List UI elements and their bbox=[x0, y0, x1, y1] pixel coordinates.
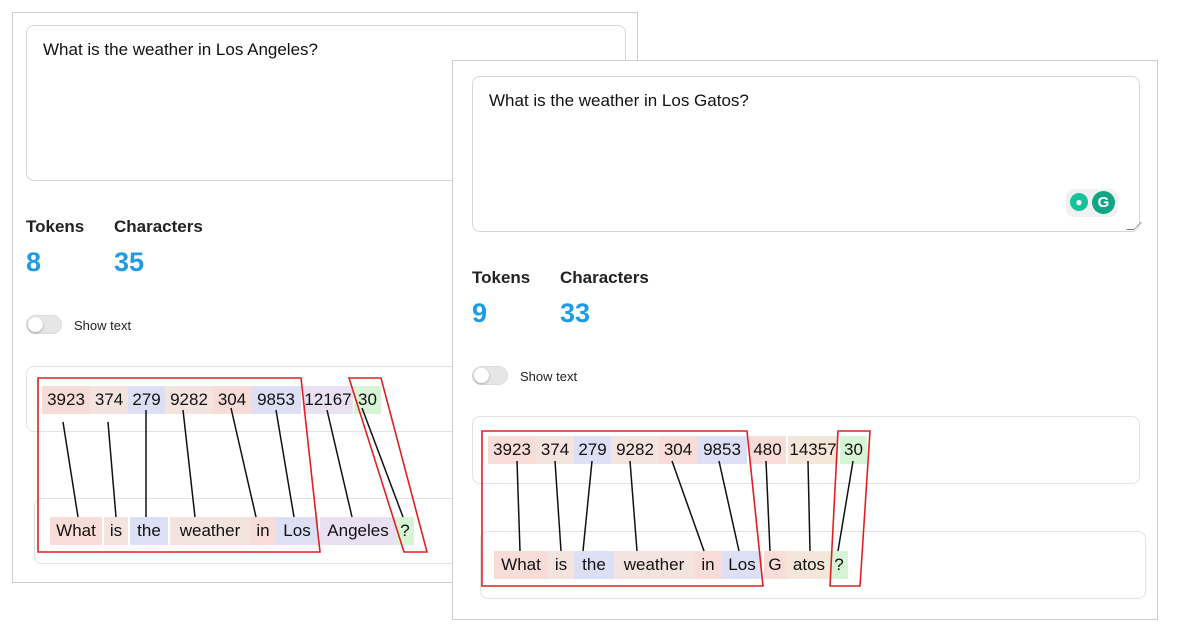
toggle-knob bbox=[28, 317, 43, 332]
characters-label-left: Characters bbox=[114, 217, 203, 236]
prompt-text-left: What is the weather in Los Angeles? bbox=[43, 40, 318, 59]
grammarly-bulb-icon[interactable]: ● bbox=[1070, 193, 1088, 211]
token-id-left: 12167 bbox=[303, 386, 353, 414]
tokens-label-right: Tokens bbox=[472, 268, 531, 287]
token-word-right: in bbox=[694, 551, 722, 579]
token-id-right: 9853 bbox=[697, 436, 747, 464]
show-text-toggle-right[interactable] bbox=[472, 366, 508, 385]
token-id-right: 14357 bbox=[788, 436, 838, 464]
token-word-right: weather bbox=[614, 551, 694, 579]
token-word-right: ? bbox=[830, 551, 848, 579]
token-id-left: 3923 bbox=[42, 386, 90, 414]
token-id-left: 9282 bbox=[165, 386, 213, 414]
prompt-text-right: What is the weather in Los Gatos? bbox=[489, 91, 749, 110]
prompt-textarea-right[interactable]: What is the weather in Los Gatos? bbox=[472, 76, 1140, 232]
token-word-right: Los bbox=[722, 551, 762, 579]
token-word-right: atos bbox=[786, 551, 832, 579]
tokens-count-left: 8 bbox=[26, 247, 42, 277]
show-text-toggle-left[interactable] bbox=[26, 315, 62, 334]
show-text-label-left: Show text bbox=[74, 318, 132, 333]
token-id-right: 304 bbox=[659, 436, 697, 464]
token-word-left: ? bbox=[396, 517, 414, 545]
tokens-label-left: Tokens bbox=[26, 217, 85, 236]
grammarly-widget[interactable]: ● G bbox=[1066, 189, 1118, 217]
token-id-left: 279 bbox=[128, 386, 165, 414]
token-word-left: in bbox=[250, 517, 276, 545]
token-id-left: 304 bbox=[213, 386, 251, 414]
characters-label-right: Characters bbox=[560, 268, 649, 287]
toggle-knob bbox=[474, 368, 489, 383]
token-id-right: 279 bbox=[574, 436, 611, 464]
token-id-right: 480 bbox=[749, 436, 786, 464]
characters-count-left: 35 bbox=[114, 247, 145, 277]
token-id-left: 9853 bbox=[251, 386, 301, 414]
token-id-right: 9282 bbox=[611, 436, 659, 464]
token-word-right: the bbox=[574, 551, 614, 579]
token-word-right: G bbox=[764, 551, 786, 579]
grammarly-logo-icon[interactable]: G bbox=[1092, 191, 1115, 214]
token-word-left: weather bbox=[170, 517, 250, 545]
token-id-right: 3923 bbox=[488, 436, 536, 464]
characters-count-right: 33 bbox=[560, 298, 591, 328]
token-word-right: What bbox=[494, 551, 548, 579]
token-word-left: the bbox=[130, 517, 168, 545]
token-word-left: Angeles bbox=[320, 517, 396, 545]
token-word-left: Los bbox=[276, 517, 318, 545]
token-id-left: 374 bbox=[90, 386, 128, 414]
tokens-count-right: 9 bbox=[472, 298, 488, 328]
token-id-right: 374 bbox=[536, 436, 574, 464]
token-id-right: 30 bbox=[840, 436, 867, 464]
token-id-left: 30 bbox=[354, 386, 381, 414]
token-word-left: What bbox=[50, 517, 102, 545]
show-text-label-right: Show text bbox=[520, 369, 578, 384]
token-word-left: is bbox=[104, 517, 128, 545]
token-word-right: is bbox=[548, 551, 574, 579]
